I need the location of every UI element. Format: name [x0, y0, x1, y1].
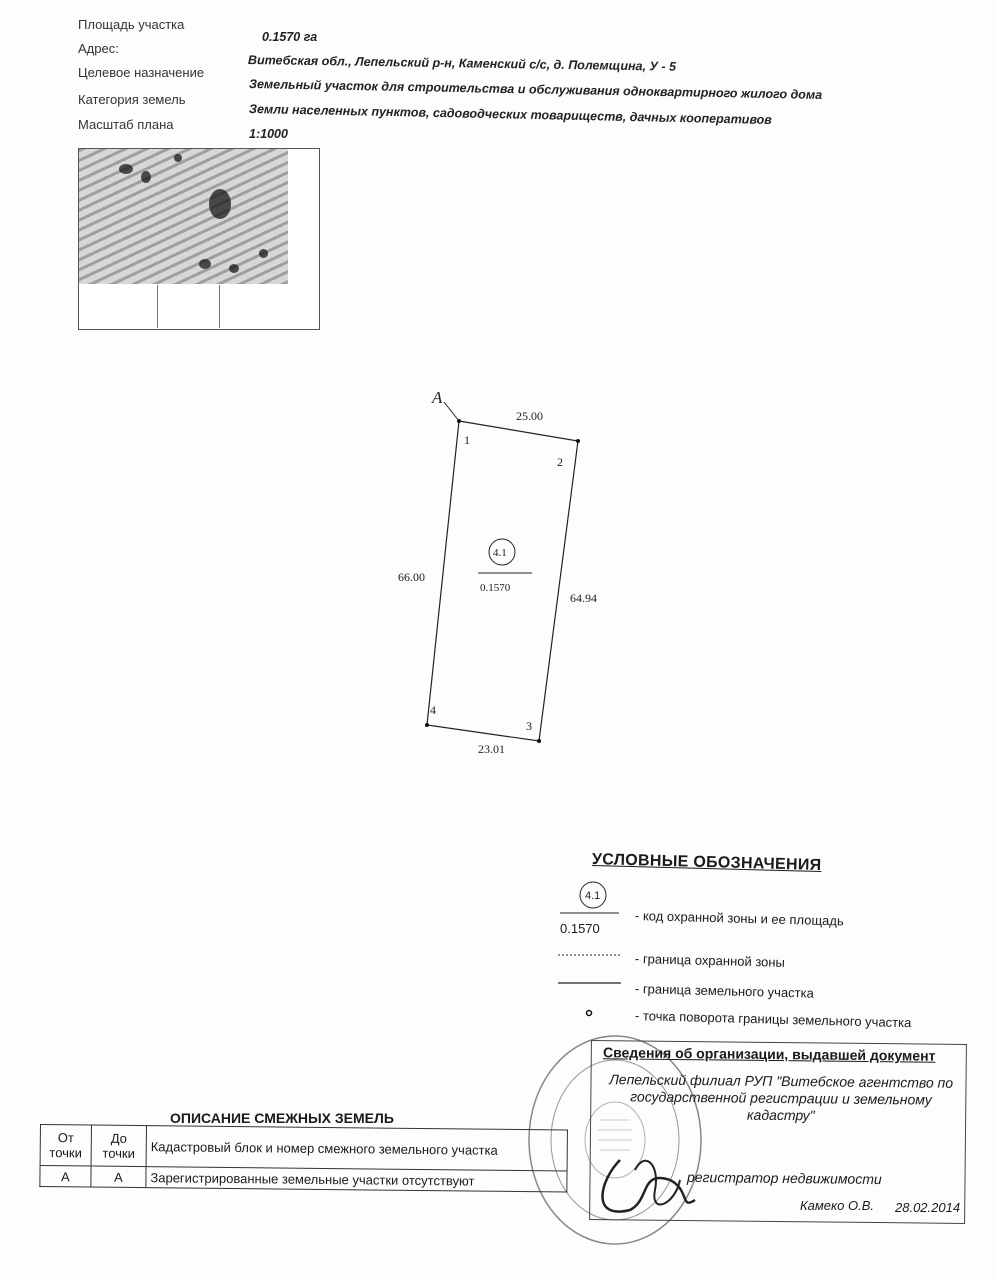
table-row: А А Зарегистрированные земельные участки… — [39, 1165, 568, 1193]
vertex-dot-4 — [425, 723, 429, 727]
area-label: Площадь участка — [78, 17, 185, 32]
vertex-label-2: 2 — [557, 455, 563, 469]
bottom-side-length: 23.01 — [478, 742, 505, 756]
vertex-label-4: 4 — [430, 703, 436, 717]
location-plan-grid — [79, 285, 318, 328]
land-category-value: Земли населенных пунктов, садоводческих … — [248, 102, 772, 127]
parcel-drawing: A 1 2 3 4 25.00 64.94 23.01 66.00 4.1 0.… — [398, 388, 597, 756]
top-side-length: 25.00 — [516, 409, 543, 423]
legend-zone-area: 0.1570 — [560, 921, 600, 936]
column-header-to: До точки — [91, 1125, 147, 1167]
registrar-role: регистратор недвижимости — [686, 1168, 882, 1188]
legend-title: УСЛОВНЫЕ ОБОЗНАЧЕНИЯ — [591, 850, 822, 875]
legend-solid-line-symbol — [558, 982, 621, 984]
purpose-value: Земельный участок для строительства и об… — [248, 77, 823, 103]
column-header-cadastral: Кадастровый блок и номер смежного земель… — [146, 1125, 568, 1172]
purpose-label: Целевое назначение — [78, 65, 205, 80]
cell-from-point: А — [39, 1165, 92, 1188]
left-side-length: 66.00 — [398, 570, 425, 584]
adjacent-lands-table: От точки До точки Кадастровый блок и ном… — [39, 1124, 568, 1193]
legend-zone-code: 4.1 — [585, 890, 600, 902]
scale-value: 1:1000 — [249, 127, 288, 141]
adjacent-lands-title: ОПИСАНИЕ СМЕЖНЫХ ЗЕМЕЛЬ — [170, 1110, 394, 1126]
legend-item-turn-point: - точка поворота границы земельного учас… — [634, 1008, 912, 1031]
address-label: Адрес: — [78, 41, 119, 56]
signature-date: 28.02.2014 — [895, 1200, 961, 1215]
legend-item-parcel-boundary: - граница земельного участка — [634, 981, 815, 1001]
start-point-label: A — [431, 388, 443, 407]
official-stamp-seal — [528, 1035, 702, 1245]
table-header-row: От точки До точки Кадастровый блок и ном… — [40, 1124, 568, 1172]
vertex-dot-1 — [457, 419, 461, 423]
right-side-length: 64.94 — [570, 591, 597, 605]
location-plan-image — [79, 149, 288, 284]
zone-code: 4.1 — [493, 547, 507, 559]
start-point-leader — [443, 401, 460, 422]
zone-code-circle — [488, 538, 516, 566]
vertex-dot-2 — [576, 439, 580, 443]
area-value: 0.1570 га — [262, 30, 318, 44]
column-header-from: От точки — [40, 1124, 92, 1167]
legend-item-zone-boundary: - граница охранной зоны — [634, 951, 786, 970]
signature-stroke — [601, 1159, 696, 1213]
address-value: Витебская обл., Лепельский р-н, Каменски… — [247, 53, 677, 74]
organization-box — [589, 1040, 967, 1224]
cell-to-point: А — [90, 1166, 147, 1188]
land-category-label: Категория земель — [78, 92, 186, 107]
legend-zone-symbol: 4.1 — [560, 881, 619, 914]
parcel-boundary — [426, 420, 579, 742]
vertex-dot-3 — [537, 739, 541, 743]
vertex-label-3: 3 — [526, 719, 532, 733]
legend-dotted-line-symbol — [558, 954, 621, 956]
cell-cadastral-info: Зарегистрированные земельные участки отс… — [145, 1166, 568, 1193]
vertex-label-1: 1 — [464, 433, 470, 447]
legend-item-zone-code: - код охранной зоны и ее площадь — [634, 908, 844, 929]
legend-dot-symbol — [585, 1009, 593, 1017]
organization-name: Лепельский филиал РУП "Витебское агентст… — [609, 1071, 954, 1124]
zone-area: 0.1570 — [480, 582, 511, 594]
scale-label: Масштаб плана — [78, 117, 174, 132]
signer-name: Камеко О.В. — [800, 1198, 875, 1213]
